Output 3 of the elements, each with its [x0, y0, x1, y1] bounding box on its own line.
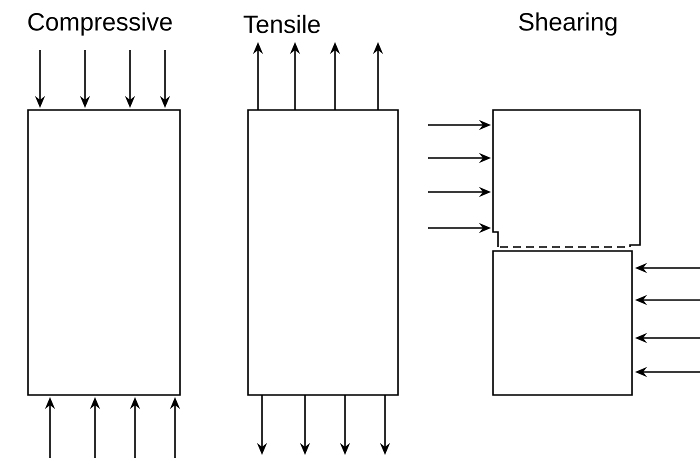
- heading-label: Compressive: [28, 12, 172, 36]
- heading-label: Tensile: [244, 14, 320, 34]
- heading-label: Shearing: [519, 12, 616, 36]
